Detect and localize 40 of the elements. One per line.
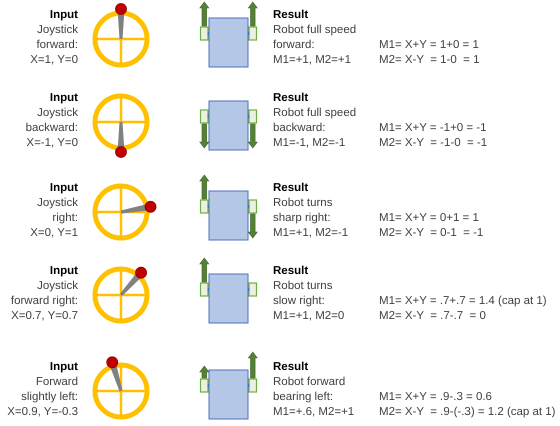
description: Robot forward bearing left: xyxy=(273,375,346,405)
input-values: X=0, Y=1 xyxy=(29,226,78,241)
description: Forward slightly left: xyxy=(20,375,78,405)
formula: M2= X-Y = 1-0 = 1 xyxy=(379,53,480,68)
formula: M1= X+Y = 0+1 = 1 xyxy=(379,211,479,226)
formula: M1= X+Y = 1+0 = 1 xyxy=(379,38,479,53)
heading: Input xyxy=(48,360,78,375)
formula: M1= X+Y = .7+.7 = 1.4 (cap at 1) xyxy=(379,294,547,309)
heading: Result xyxy=(273,360,308,375)
description: Robot turns sharp right: xyxy=(273,196,334,226)
description: Joystick forward: xyxy=(35,23,78,53)
heading: Result xyxy=(273,91,308,106)
description: Joystick right: xyxy=(36,196,78,226)
heading: Result xyxy=(273,264,308,279)
description: Joystick forward right: xyxy=(10,279,78,309)
heading: Result xyxy=(273,181,308,196)
motor-values: M1=+.6, M2=+1 xyxy=(273,405,354,420)
formula: M1= X+Y = .9-.3 = 0.6 xyxy=(379,390,492,405)
description: Robot full speed forward: xyxy=(273,23,358,53)
motor-values: M1=-1, M2=-1 xyxy=(273,136,346,151)
motor-values: M1=+1, M2=-1 xyxy=(273,226,348,241)
input-values: X=0.9, Y=-0.3 xyxy=(6,405,78,420)
heading: Result xyxy=(273,8,308,23)
formula: M2= X-Y = .7-.7 = 0 xyxy=(379,309,486,324)
input-values: X=0.7, Y=0.7 xyxy=(10,309,78,324)
heading: Input xyxy=(48,181,78,196)
heading: Input xyxy=(48,91,78,106)
formula: M2= X-Y = -1-0 = -1 xyxy=(379,136,488,151)
input-values: X=1, Y=0 xyxy=(29,53,78,68)
formula: M2= X-Y = .9-(-.3) = 1.2 (cap at 1) xyxy=(379,405,556,420)
heading: Input xyxy=(48,264,78,279)
formula: M1= X+Y = -1+0 = -1 xyxy=(379,121,487,136)
formula: M2= X-Y = 0-1 = -1 xyxy=(379,226,484,241)
description: Robot turns slow right: xyxy=(273,279,334,309)
heading: Input xyxy=(48,8,78,23)
motor-values: M1=+1, M2=+1 xyxy=(273,53,351,68)
description: Joystick backward: xyxy=(24,106,78,136)
motor-values: M1=+1, M2=0 xyxy=(273,309,344,324)
description: Robot full speed backward: xyxy=(273,106,358,136)
input-values: X=-1, Y=0 xyxy=(25,136,78,151)
